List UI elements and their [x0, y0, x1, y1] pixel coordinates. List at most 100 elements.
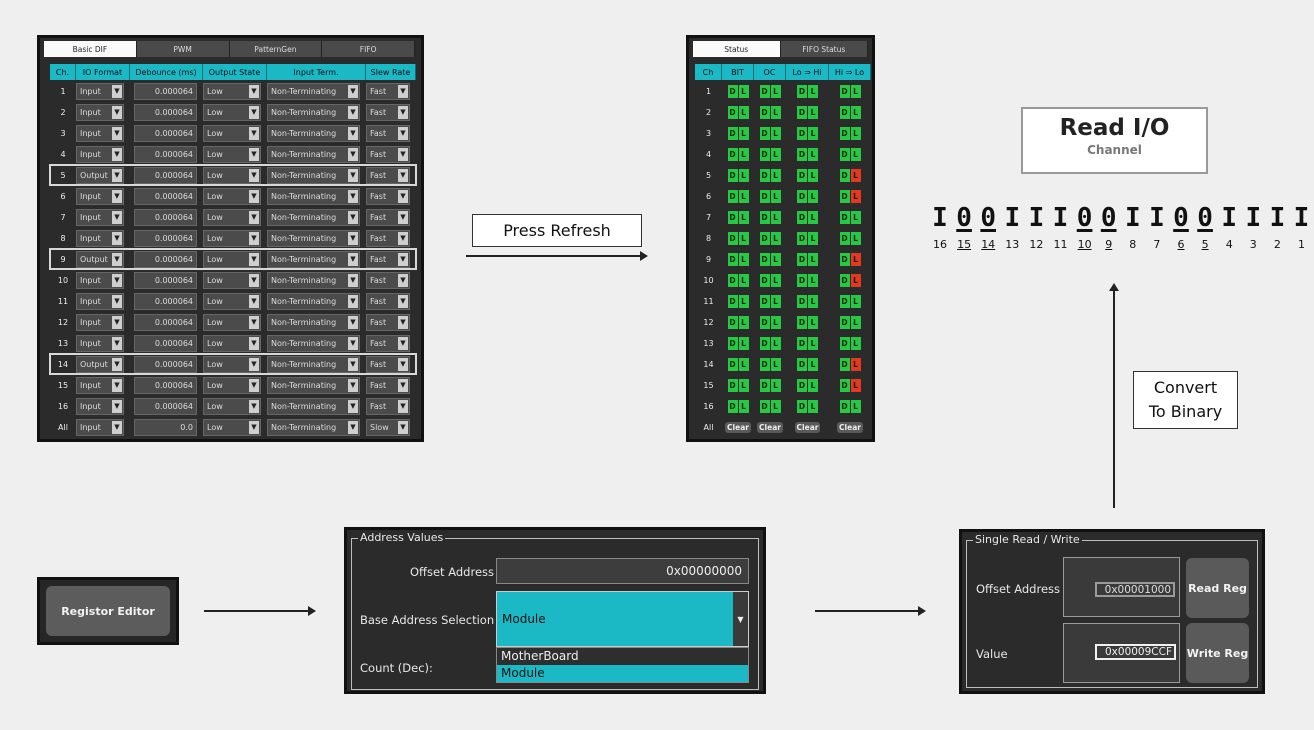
- io-format-dropdown[interactable]: Input▼: [76, 187, 124, 205]
- debounce-input[interactable]: 0.000064: [134, 145, 197, 163]
- input-termination-dropdown[interactable]: Non-Terminating▼: [267, 355, 360, 373]
- dropdown-arrow-icon[interactable]: ▼: [112, 357, 122, 371]
- dropdown-arrow-icon[interactable]: ▼: [348, 399, 358, 413]
- io-format-dropdown[interactable]: Input▼: [76, 271, 124, 289]
- input-termination-dropdown[interactable]: Non-Terminating▼: [267, 397, 360, 415]
- input-termination-dropdown[interactable]: Non-Terminating▼: [267, 229, 360, 247]
- slew-rate-dropdown[interactable]: Fast▼: [366, 376, 410, 394]
- slew-rate-dropdown[interactable]: Fast▼: [366, 145, 410, 163]
- dropdown-arrow-icon[interactable]: ▼: [348, 168, 358, 182]
- dropdown-arrow-icon[interactable]: ▼: [348, 357, 358, 371]
- dropdown-arrow-icon[interactable]: ▼: [348, 252, 358, 266]
- dropdown-arrow-icon[interactable]: ▼: [398, 147, 408, 161]
- debounce-input[interactable]: 0.000064: [134, 397, 197, 415]
- oc-clear-button[interactable]: Clear: [757, 422, 783, 433]
- dropdown-arrow-icon[interactable]: ▼: [249, 189, 259, 203]
- dropdown-arrow-icon[interactable]: ▼: [249, 378, 259, 392]
- io-format-dropdown[interactable]: Input▼: [76, 145, 124, 163]
- io-format-dropdown[interactable]: Input▼: [76, 313, 124, 331]
- dropdown-arrow-icon[interactable]: ▼: [112, 168, 122, 182]
- slew-rate-dropdown[interactable]: Fast▼: [366, 250, 410, 268]
- offset-address-input[interactable]: 0x00000000: [496, 558, 749, 584]
- debounce-input[interactable]: 0.000064: [134, 208, 197, 226]
- dropdown-arrow-icon[interactable]: ▼: [112, 105, 122, 119]
- debounce-input[interactable]: 0.000064: [134, 187, 197, 205]
- output-state-dropdown[interactable]: Low▼: [203, 334, 261, 352]
- debounce-input[interactable]: 0.000064: [134, 313, 197, 331]
- dropdown-arrow-icon[interactable]: ▼: [398, 336, 408, 350]
- input-termination-dropdown[interactable]: Non-Terminating▼: [267, 292, 360, 310]
- write-reg-button[interactable]: Write Reg: [1186, 623, 1249, 683]
- slew-rate-dropdown[interactable]: Fast▼: [366, 187, 410, 205]
- dropdown-arrow-icon[interactable]: ▼: [112, 147, 122, 161]
- slew-rate-dropdown[interactable]: Fast▼: [366, 208, 410, 226]
- srw-value-input[interactable]: 0x00009CCF: [1095, 644, 1176, 660]
- output-state-dropdown[interactable]: Low▼: [203, 355, 261, 373]
- dropdown-arrow-icon[interactable]: ▼: [398, 357, 408, 371]
- output-state-dropdown[interactable]: Low▼: [203, 124, 261, 142]
- dropdown-arrow-icon[interactable]: ▼: [112, 84, 122, 98]
- dropdown-arrow-icon[interactable]: ▼: [249, 105, 259, 119]
- input-termination-dropdown[interactable]: Non-Terminating▼: [267, 103, 360, 121]
- dropdown-arrow-icon[interactable]: ▼: [112, 273, 122, 287]
- dropdown-arrow-icon[interactable]: ▼: [249, 231, 259, 245]
- io-format-dropdown[interactable]: Input▼: [76, 292, 124, 310]
- dropdown-arrow-icon[interactable]: ▼: [398, 273, 408, 287]
- slew-rate-dropdown[interactable]: Fast▼: [366, 355, 410, 373]
- output-state-dropdown[interactable]: Low▼: [203, 187, 261, 205]
- io-format-dropdown[interactable]: Input▼: [76, 103, 124, 121]
- dropdown-arrow-icon[interactable]: ▼: [348, 378, 358, 392]
- output-state-dropdown[interactable]: Low▼: [203, 292, 261, 310]
- option-motherboard[interactable]: MotherBoard: [501, 649, 579, 663]
- dropdown-arrow-icon[interactable]: ▼: [398, 126, 408, 140]
- dropdown-arrow-icon[interactable]: ▼: [249, 252, 259, 266]
- dropdown-arrow-icon[interactable]: ▼: [112, 399, 122, 413]
- dropdown-arrow-icon[interactable]: ▼: [398, 294, 408, 308]
- input-termination-dropdown[interactable]: Non-Terminating▼: [267, 145, 360, 163]
- lohi-clear-button[interactable]: Clear: [794, 422, 821, 433]
- dropdown-arrow-icon[interactable]: ▼: [112, 420, 122, 434]
- input-termination-dropdown[interactable]: Non-Terminating▼: [267, 187, 360, 205]
- dropdown-arrow-icon[interactable]: ▼: [249, 336, 259, 350]
- io-format-dropdown[interactable]: Input▼: [76, 229, 124, 247]
- output-state-dropdown[interactable]: Low▼: [203, 208, 261, 226]
- dropdown-arrow-icon[interactable]: ▼: [112, 315, 122, 329]
- debounce-input[interactable]: 0.000064: [134, 82, 197, 100]
- dropdown-arrow-icon[interactable]: ▼: [733, 592, 748, 646]
- slew-rate-dropdown[interactable]: Fast▼: [366, 166, 410, 184]
- dropdown-arrow-icon[interactable]: ▼: [112, 336, 122, 350]
- output-state-dropdown[interactable]: Low▼: [203, 313, 261, 331]
- dropdown-arrow-icon[interactable]: ▼: [348, 126, 358, 140]
- tab-fifo[interactable]: FIFO: [322, 41, 415, 57]
- dropdown-arrow-icon[interactable]: ▼: [249, 399, 259, 413]
- input-termination-dropdown[interactable]: Non-Terminating▼: [267, 376, 360, 394]
- dropdown-arrow-icon[interactable]: ▼: [249, 420, 259, 434]
- slew-rate-dropdown[interactable]: Fast▼: [366, 229, 410, 247]
- slew-rate-dropdown[interactable]: Fast▼: [366, 313, 410, 331]
- input-termination-dropdown[interactable]: Non-Terminating▼: [267, 271, 360, 289]
- dropdown-arrow-icon[interactable]: ▼: [348, 210, 358, 224]
- input-termination-dropdown[interactable]: Non-Terminating▼: [267, 418, 360, 436]
- dropdown-arrow-icon[interactable]: ▼: [348, 147, 358, 161]
- dropdown-arrow-icon[interactable]: ▼: [398, 189, 408, 203]
- output-state-dropdown[interactable]: Low▼: [203, 145, 261, 163]
- dropdown-arrow-icon[interactable]: ▼: [398, 315, 408, 329]
- input-termination-dropdown[interactable]: Non-Terminating▼: [267, 250, 360, 268]
- tab-fifo-status[interactable]: FIFO Status: [780, 41, 868, 57]
- input-termination-dropdown[interactable]: Non-Terminating▼: [267, 82, 360, 100]
- slew-rate-dropdown[interactable]: Fast▼: [366, 397, 410, 415]
- dropdown-arrow-icon[interactable]: ▼: [112, 126, 122, 140]
- io-format-dropdown[interactable]: Output▼: [76, 250, 124, 268]
- tab-basic-dif[interactable]: Basic DIF: [44, 41, 137, 57]
- read-reg-button[interactable]: Read Reg: [1186, 558, 1249, 618]
- io-format-dropdown[interactable]: Input▼: [76, 82, 124, 100]
- output-state-dropdown[interactable]: Low▼: [203, 103, 261, 121]
- input-termination-dropdown[interactable]: Non-Terminating▼: [267, 208, 360, 226]
- output-state-dropdown[interactable]: Low▼: [203, 418, 261, 436]
- option-module[interactable]: Module: [497, 665, 748, 682]
- io-format-dropdown[interactable]: Output▼: [76, 166, 124, 184]
- dropdown-arrow-icon[interactable]: ▼: [398, 420, 408, 434]
- dropdown-arrow-icon[interactable]: ▼: [348, 294, 358, 308]
- input-termination-dropdown[interactable]: Non-Terminating▼: [267, 124, 360, 142]
- bit-clear-button[interactable]: Clear: [725, 422, 751, 433]
